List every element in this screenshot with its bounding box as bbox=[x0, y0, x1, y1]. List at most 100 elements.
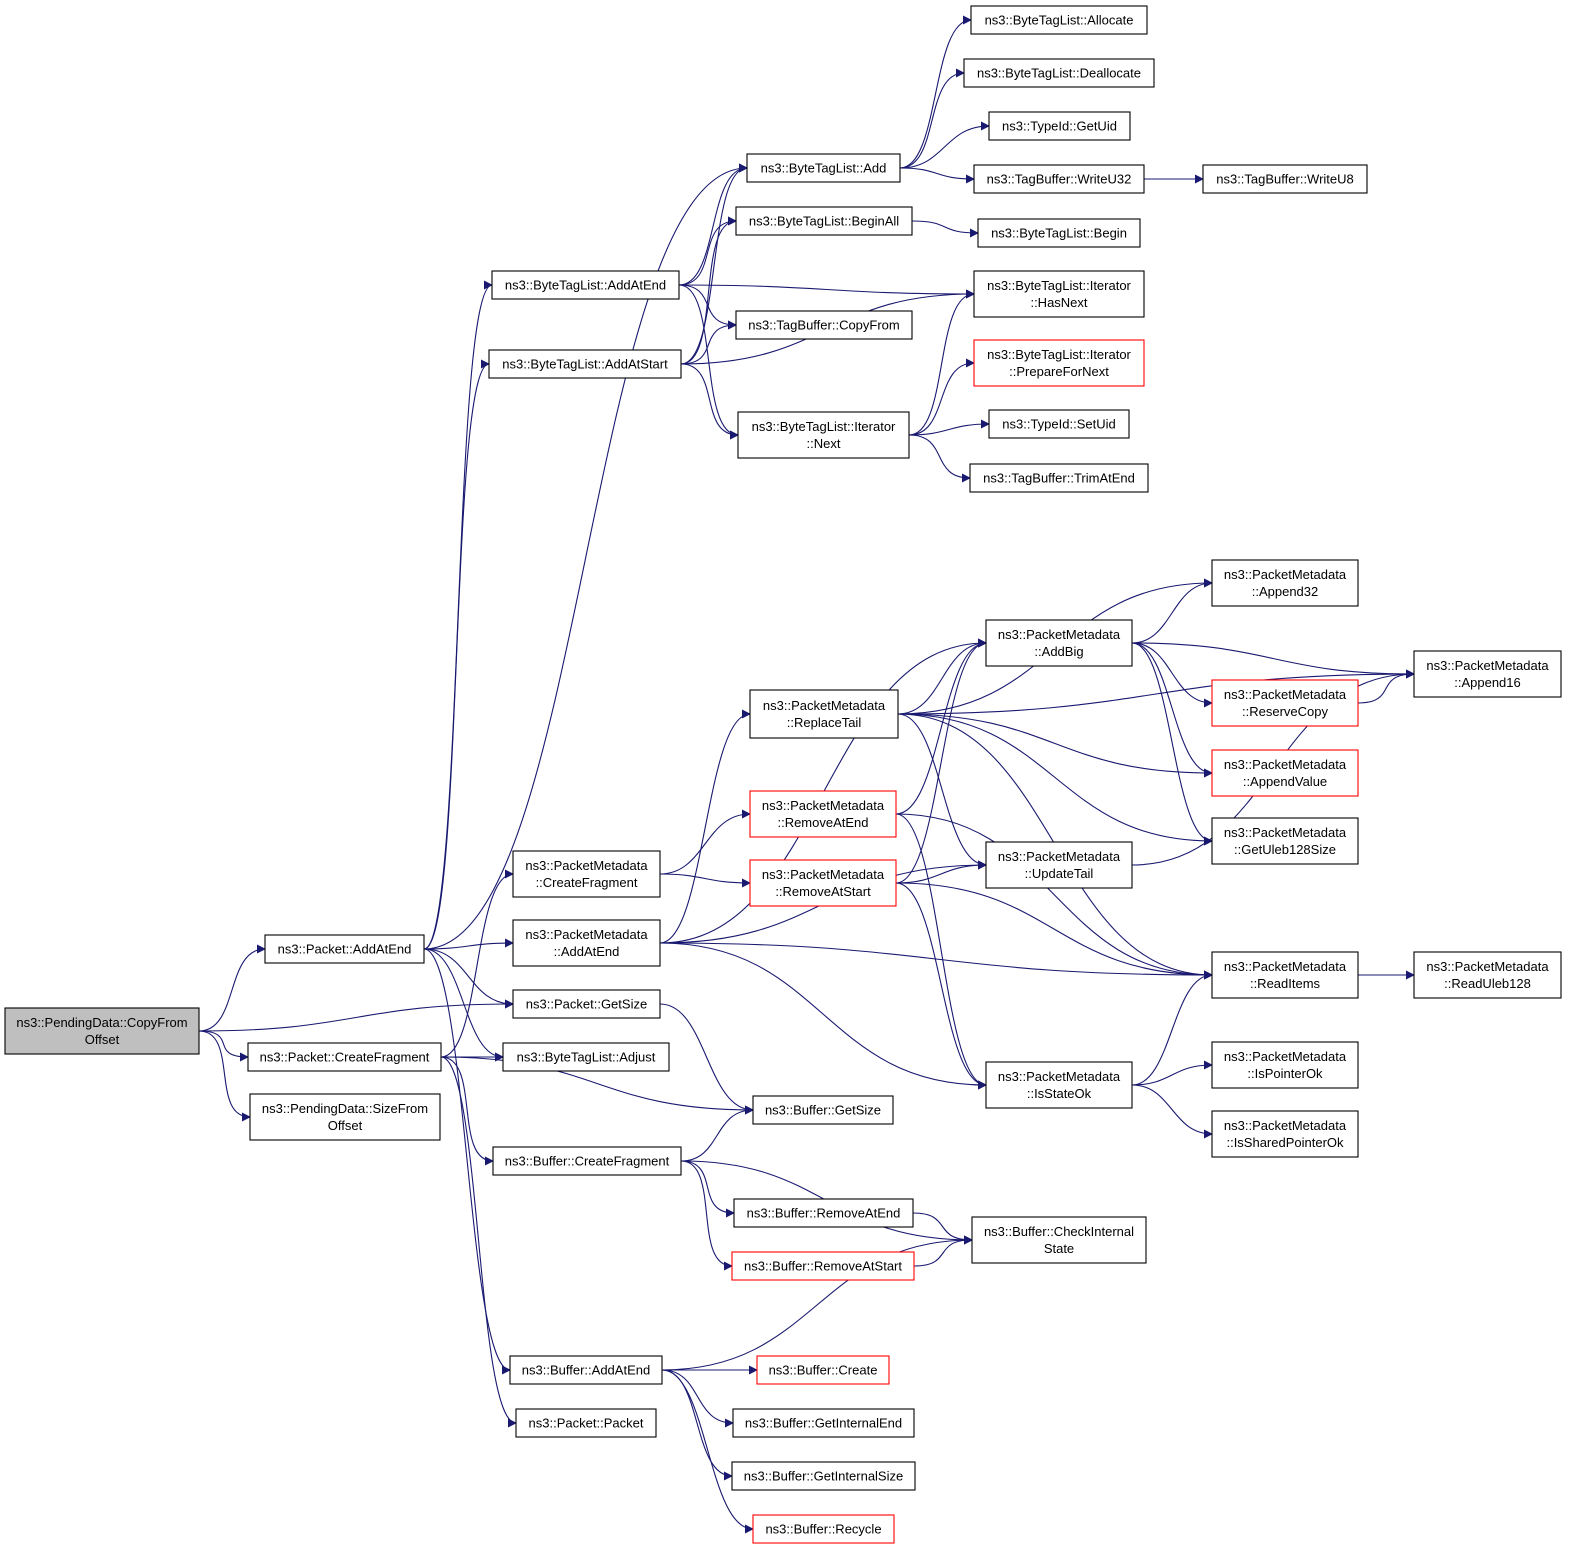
node-label: ns3::Buffer::CheckInternal bbox=[984, 1224, 1134, 1239]
node-pm_appendvalue[interactable]: ns3::PacketMetadata::AppendValue bbox=[1211, 749, 1359, 797]
node-label: ns3::Buffer::GetInternalSize bbox=[744, 1469, 903, 1484]
edge-pkt_addatend-to-btl_add bbox=[423, 163, 748, 950]
node-buf_create[interactable]: ns3::Buffer::Create bbox=[756, 1355, 890, 1385]
edge-btl_add-to-tid_getuid bbox=[899, 121, 990, 169]
node-tb_writeu32[interactable]: ns3::TagBuffer::WriteU32 bbox=[973, 164, 1145, 194]
node-pm_getuleb128size[interactable]: ns3::PacketMetadata::GetUleb128Size bbox=[1211, 817, 1359, 865]
node-btli_preparefornext[interactable]: ns3::ByteTagList::Iterator::PrepareForNe… bbox=[973, 339, 1145, 387]
edge-btl_beginall-to-btl_begin bbox=[911, 220, 979, 238]
node-label: ns3::TagBuffer::CopyFrom bbox=[748, 318, 900, 333]
node-buf_recycle[interactable]: ns3::Buffer::Recycle bbox=[752, 1514, 895, 1544]
node-btl_addatend[interactable]: ns3::ByteTagList::AddAtEnd bbox=[491, 270, 680, 300]
node-buf_removeatend[interactable]: ns3::Buffer::RemoveAtEnd bbox=[733, 1198, 914, 1228]
node-box bbox=[752, 1095, 894, 1125]
node-box bbox=[264, 934, 425, 964]
node-label: ns3::ByteTagList::Iterator bbox=[987, 347, 1131, 362]
node-btl_deallocate[interactable]: ns3::ByteTagList::Deallocate bbox=[963, 58, 1155, 88]
node-pkt_createfrag[interactable]: ns3::Packet::CreateFragment bbox=[247, 1042, 442, 1072]
node-label: ns3::ByteTagList::AddAtEnd bbox=[505, 278, 666, 293]
node-label: ns3::ByteTagList::Iterator bbox=[752, 419, 896, 434]
node-label: ns3::TypeId::GetUid bbox=[1002, 119, 1117, 134]
node-pm_ispointerok[interactable]: ns3::PacketMetadata::IsPointerOk bbox=[1211, 1041, 1359, 1089]
node-btl_addatstart[interactable]: ns3::ByteTagList::AddAtStart bbox=[488, 349, 682, 379]
node-box bbox=[733, 1198, 914, 1228]
node-tid_setuid[interactable]: ns3::TypeId::SetUid bbox=[988, 409, 1130, 439]
node-box bbox=[1202, 164, 1368, 194]
edge-pd_copyfrom-to-pkt_addatend bbox=[198, 944, 266, 1032]
node-pm_readitems[interactable]: ns3::PacketMetadata::ReadItems bbox=[1211, 951, 1359, 999]
node-label: ::PrepareForNext bbox=[1009, 364, 1109, 379]
edge-btl_addatstart-to-btl_add bbox=[680, 163, 748, 365]
node-buf_getinternalsize[interactable]: ns3::Buffer::GetInternalSize bbox=[731, 1461, 916, 1491]
node-btl_add[interactable]: ns3::ByteTagList::Add bbox=[746, 153, 901, 183]
node-btl_allocate[interactable]: ns3::ByteTagList::Allocate bbox=[970, 5, 1148, 35]
node-tb_copyfrom[interactable]: ns3::TagBuffer::CopyFrom bbox=[735, 310, 913, 340]
node-pkt_addatend[interactable]: ns3::Packet::AddAtEnd bbox=[264, 934, 425, 964]
node-buf_createfrag[interactable]: ns3::Buffer::CreateFragment bbox=[492, 1146, 682, 1176]
node-box bbox=[247, 1042, 442, 1072]
node-pm_updatetail[interactable]: ns3::PacketMetadata::UpdateTail bbox=[985, 841, 1133, 889]
node-pm_issharedpointerok[interactable]: ns3::PacketMetadata::IsSharedPointerOk bbox=[1211, 1110, 1359, 1158]
node-label: ::Append32 bbox=[1252, 584, 1319, 599]
node-pkt_getsize[interactable]: ns3::Packet::GetSize bbox=[512, 989, 661, 1019]
edge-buf_removeatstart-to-buf_checkinternal bbox=[913, 1235, 973, 1267]
node-pm_append16[interactable]: ns3::PacketMetadata::Append16 bbox=[1413, 650, 1562, 698]
edge-pm_replacetail-to-pm_addbig bbox=[897, 638, 987, 715]
node-pm_addbig[interactable]: ns3::PacketMetadata::AddBig bbox=[985, 619, 1133, 667]
node-box bbox=[963, 58, 1155, 88]
node-pm_removeatend[interactable]: ns3::PacketMetadata::RemoveAtEnd bbox=[749, 790, 897, 838]
node-label: ::ReserveCopy bbox=[1242, 704, 1328, 719]
node-box bbox=[971, 1216, 1147, 1264]
node-label: ns3::PacketMetadata bbox=[1224, 825, 1347, 840]
node-box bbox=[1211, 817, 1359, 865]
node-btl_begin[interactable]: ns3::ByteTagList::Begin bbox=[977, 218, 1141, 248]
node-box bbox=[749, 689, 899, 739]
node-label: ::RemoveAtEnd bbox=[777, 815, 868, 830]
node-btli_hasnext[interactable]: ns3::ByteTagList::Iterator::HasNext bbox=[973, 270, 1145, 318]
edge-pkt_addatend-to-pm_addatend bbox=[423, 938, 514, 950]
node-pm_createfrag[interactable]: ns3::PacketMetadata::CreateFragment bbox=[512, 850, 661, 898]
node-label: ns3::PacketMetadata bbox=[762, 867, 885, 882]
node-buf_addatend[interactable]: ns3::Buffer::AddAtEnd bbox=[509, 1355, 663, 1385]
node-label: ns3::ByteTagList::Adjust bbox=[517, 1050, 656, 1065]
node-box bbox=[985, 1061, 1133, 1109]
node-buf_removeatstart[interactable]: ns3::Buffer::RemoveAtStart bbox=[731, 1251, 915, 1281]
edge-pm_removeatstart-to-pm_updatetail bbox=[895, 860, 987, 884]
node-pm_replacetail[interactable]: ns3::PacketMetadata::ReplaceTail bbox=[749, 689, 899, 739]
edge-pm_removeatend-to-pm_isstateok bbox=[895, 813, 987, 1090]
edge-pm_addatend-to-pm_readitems bbox=[659, 942, 1213, 980]
node-tb_writeu8[interactable]: ns3::TagBuffer::WriteU8 bbox=[1202, 164, 1368, 194]
edge-pkt_addatend-to-buf_addatend bbox=[423, 948, 511, 1375]
node-pm_reservecopy[interactable]: ns3::PacketMetadata::ReserveCopy bbox=[1211, 679, 1359, 727]
node-box bbox=[1413, 951, 1562, 999]
node-buf_getsize[interactable]: ns3::Buffer::GetSize bbox=[752, 1095, 894, 1125]
node-pm_append32[interactable]: ns3::PacketMetadata::Append32 bbox=[1211, 559, 1359, 607]
node-buf_getinternalend[interactable]: ns3::Buffer::GetInternalEnd bbox=[732, 1408, 915, 1438]
node-pm_readuleb128[interactable]: ns3::PacketMetadata::ReadUleb128 bbox=[1413, 951, 1562, 999]
node-pm_addatend[interactable]: ns3::PacketMetadata::AddAtEnd bbox=[512, 919, 661, 967]
edge-pm_createfrag-to-pm_removeatstart bbox=[659, 873, 751, 888]
node-btl_beginall[interactable]: ns3::ByteTagList::BeginAll bbox=[735, 206, 913, 236]
node-pm_removeatstart[interactable]: ns3::PacketMetadata::RemoveAtStart bbox=[749, 859, 897, 907]
node-pm_isstateok[interactable]: ns3::PacketMetadata::IsStateOk bbox=[985, 1061, 1133, 1109]
node-box bbox=[1211, 559, 1359, 607]
node-label: State bbox=[1044, 1241, 1074, 1256]
node-label: ns3::Buffer::Create bbox=[769, 1363, 878, 1378]
node-btl_adjust[interactable]: ns3::ByteTagList::Adjust bbox=[502, 1042, 670, 1072]
node-box bbox=[512, 919, 661, 967]
node-label: ns3::Buffer::RemoveAtEnd bbox=[747, 1206, 901, 1221]
edge-pm_addatend-to-pm_isstateok bbox=[659, 942, 987, 1090]
node-box bbox=[1211, 749, 1359, 797]
edge-buf_removeatend-to-buf_checkinternal bbox=[912, 1212, 973, 1245]
node-btli_next[interactable]: ns3::ByteTagList::Iterator::Next bbox=[737, 411, 910, 459]
node-pkt_packet[interactable]: ns3::Packet::Packet bbox=[515, 1408, 657, 1438]
node-label: ns3::TagBuffer::WriteU8 bbox=[1216, 172, 1354, 187]
node-box bbox=[492, 1146, 682, 1176]
node-tb_trimatend[interactable]: ns3::TagBuffer::TrimAtEnd bbox=[969, 463, 1149, 493]
node-tid_getuid[interactable]: ns3::TypeId::GetUid bbox=[988, 111, 1131, 141]
node-label: ns3::Buffer::GetSize bbox=[765, 1103, 881, 1118]
